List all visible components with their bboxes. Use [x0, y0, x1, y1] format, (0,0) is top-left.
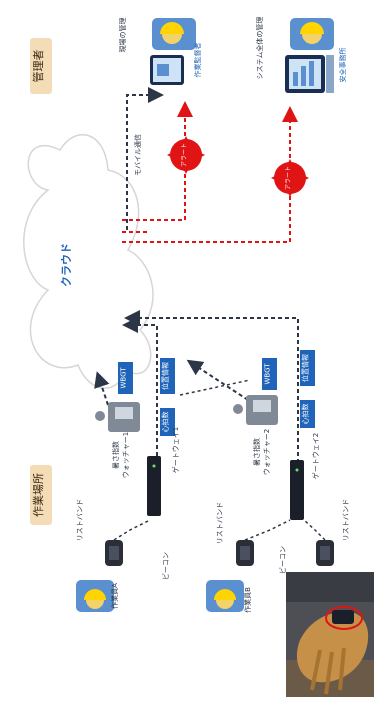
worksite-section-label: 作業場所: [32, 473, 45, 517]
gateway1-label: ゲートウェイ1: [171, 427, 180, 473]
alert-icon: [167, 136, 205, 174]
worker-a-label: 作業員A: [110, 583, 119, 609]
safety-office-role: 安全事務所: [338, 48, 347, 83]
watcher2-uplink: [186, 359, 249, 401]
wristband-b2-label: リストバンド: [342, 499, 350, 541]
alert-label-b: アラート: [285, 166, 292, 190]
svg-text:心拍数: 心拍数: [161, 412, 170, 433]
svg-text:WBGT: WBGT: [120, 367, 128, 389]
position-badge-2: 位置情報: [300, 350, 315, 386]
alert-link-site: [122, 101, 193, 221]
wristband-a-label: リストバンド: [76, 499, 84, 541]
helmet-worker-icon: [290, 18, 334, 50]
site-management-caption: 現場の管理: [118, 18, 127, 53]
wristband-photo: [286, 572, 374, 697]
beacon-a-label: ビーコン: [161, 552, 170, 580]
watcher2-top: 暑さ指数: [252, 438, 261, 466]
alert-label-a: アラート: [181, 143, 188, 167]
helmet-worker-icon: [76, 580, 114, 612]
gateway-icon: [147, 456, 161, 516]
alert-link-office: [122, 106, 298, 243]
heart-rate-badge-2: 心拍数: [300, 400, 315, 428]
beacon-b-label: ビーコン: [278, 546, 287, 574]
tablet-icon: [150, 55, 184, 85]
gateway2-uplink: [124, 310, 299, 512]
alert-icon: [271, 159, 309, 197]
mobile-link-site: [126, 87, 164, 230]
laptop-chart-icon: [285, 55, 334, 93]
cloud-label: クラウド: [60, 243, 73, 287]
heart-rate-badge-1: 心拍数: [160, 408, 175, 436]
wristband-b2-link: [303, 519, 326, 541]
wbgt-badge-1: WBGT: [118, 362, 133, 394]
svg-text:心拍数: 心拍数: [301, 404, 310, 425]
wristband-b1-link: [244, 519, 291, 541]
wbgt-badge-2: WBGT: [262, 358, 277, 390]
wbgt-sensor-icon: [233, 395, 278, 425]
wbgt-sensor-icon: [95, 402, 140, 432]
wristband-icon: [105, 540, 123, 566]
manager-section-bg: [30, 38, 52, 94]
svg-text:WBGT: WBGT: [264, 363, 272, 385]
wristband-icon: [316, 540, 334, 566]
watcher1-uplink: [94, 371, 110, 406]
worksite-section-bg: [30, 465, 52, 525]
mobile-comm-label: モバイル通信: [133, 134, 142, 176]
position-badge-1: 位置情報: [160, 358, 175, 394]
wristband-icon: [236, 540, 254, 566]
wristband-a-link: [113, 519, 151, 541]
watcher1-bottom: ウォッチャー1: [122, 432, 130, 478]
svg-text:位置情報: 位置情報: [161, 362, 170, 390]
manager-section-label: 管理者: [31, 50, 45, 83]
watcher1-top: 暑さ指数: [111, 441, 120, 469]
gateway2-label: ゲートウェイ2: [311, 433, 320, 479]
gateway1-uplink: [122, 317, 158, 505]
helmet-worker-icon: [152, 18, 196, 50]
svg-text:位置情報: 位置情報: [301, 354, 310, 382]
site-supervisor-role: 作業監督者: [193, 43, 202, 78]
gateway-icon: [290, 460, 304, 520]
wristband-b1-label: リストバンド: [216, 502, 224, 544]
inter-badge-link: [179, 379, 251, 396]
helmet-worker-icon: [206, 580, 244, 612]
worker-b-label: 作業員B: [243, 587, 252, 613]
watcher2-bottom: ウォッチャー2: [263, 429, 271, 475]
system-management-caption: システム全体の管理: [255, 17, 264, 80]
